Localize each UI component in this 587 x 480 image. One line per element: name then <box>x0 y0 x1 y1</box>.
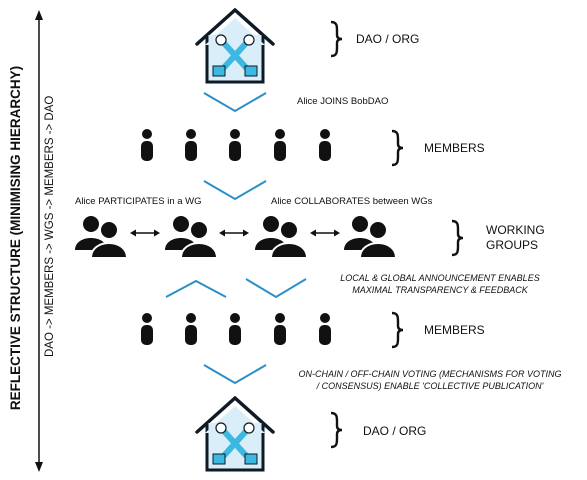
person-icon <box>274 313 286 345</box>
house-with-tools-icon-bottom <box>197 398 273 470</box>
level-label-members-bottom: MEMBERS <box>424 323 485 337</box>
level-label-working: WORKING <box>486 223 545 237</box>
curly-brace-icon-members-top <box>390 129 405 167</box>
note-announcement-line1: LOCAL & GLOBAL ANNOUNCEMENT ENABLES <box>340 273 540 283</box>
chevron-down-icon-4 <box>203 364 267 385</box>
side-flow: DAO -> MEMBERS -> WGS -> MEMBERS -> DAO <box>44 95 56 357</box>
house-with-tools-icon-top <box>197 10 273 82</box>
note-collaborates: Alice COLLABORATES between WGs <box>271 196 433 207</box>
double-arrow-icon <box>218 228 250 238</box>
group-of-people-icon <box>164 215 218 259</box>
curly-brace-icon-dao-bottom <box>329 411 344 449</box>
note-participates: Alice PARTICIPATES in a WG <box>75 196 202 207</box>
note-voting-line2: / CONSENSUS) ENABLE 'COLLECTIVE PUBLICAT… <box>316 381 544 391</box>
curly-brace-icon-working-groups <box>450 219 465 257</box>
note-joins: Alice JOINS BobDAO <box>297 96 389 107</box>
note-voting: ON-CHAIN / OFF-CHAIN VOTING (MECHANISMS … <box>285 368 575 392</box>
group-of-people-icon <box>74 215 128 259</box>
level-label-dao-top: DAO / ORG <box>356 32 420 46</box>
double-arrow-icon <box>129 228 161 238</box>
level-label-dao-bottom: DAO / ORG <box>363 424 427 438</box>
curly-brace-icon-members-bottom <box>390 311 405 349</box>
chevron-down-icon-2 <box>203 180 267 201</box>
chevron-up-icon <box>165 279 227 298</box>
curly-brace-icon-dao-top <box>329 20 344 58</box>
person-icon <box>274 129 286 161</box>
note-voting-line1: ON-CHAIN / OFF-CHAIN VOTING (MECHANISMS … <box>298 369 562 379</box>
double-arrow-icon <box>309 228 341 238</box>
side-title: REFLECTIVE STRUCTURE (MINIMISING HIERARC… <box>8 65 23 411</box>
note-announcement-line2: MAXIMAL TRANSPARENCY & FEEDBACK <box>352 285 528 295</box>
person-icon <box>229 313 241 345</box>
person-icon <box>141 313 153 345</box>
person-icon <box>141 129 153 161</box>
chevron-down-icon-3 <box>245 278 307 299</box>
chevron-down-icon-1 <box>203 92 267 113</box>
person-icon <box>319 129 331 161</box>
person-icon <box>185 129 197 161</box>
person-icon <box>319 313 331 345</box>
level-label-members-top: MEMBERS <box>424 141 485 155</box>
group-of-people-icon <box>343 215 397 259</box>
vertical-double-arrow-icon <box>35 10 43 472</box>
person-icon <box>229 129 241 161</box>
group-of-people-icon <box>254 215 308 259</box>
level-label-groups: GROUPS <box>486 238 539 252</box>
person-icon <box>185 313 197 345</box>
note-announcement: LOCAL & GLOBAL ANNOUNCEMENT ENABLES MAXI… <box>315 272 565 296</box>
